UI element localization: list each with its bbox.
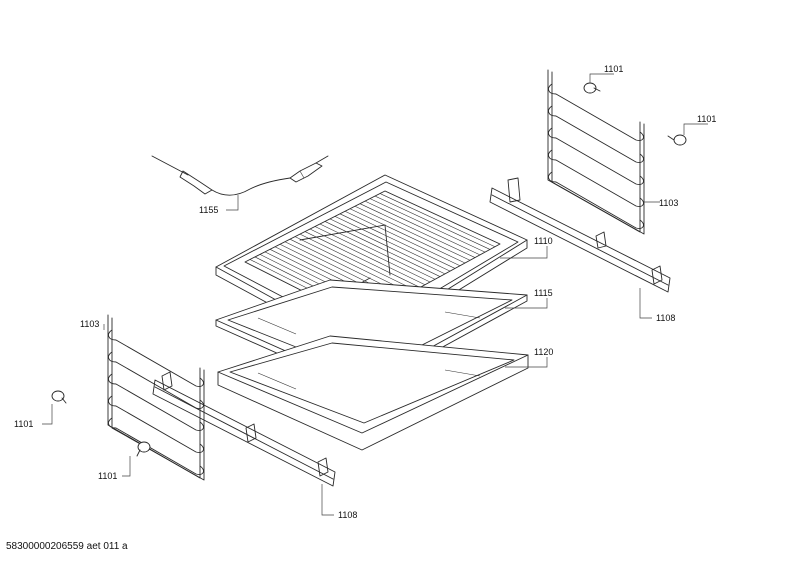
document-code: 58300000206559 aet 011 a [6, 541, 128, 552]
label-1120: 1120 [534, 347, 553, 357]
label-1101-left-1: 1101 [14, 419, 33, 429]
label-1108-left: 1108 [338, 510, 357, 520]
telescopic-rail-right [489, 177, 671, 293]
label-1101-top-right-1: 1101 [604, 64, 623, 74]
meat-probe [151, 155, 329, 196]
label-1115: 1115 [534, 288, 553, 298]
screw-top-right-1 [583, 82, 601, 94]
label-1103-right: 1103 [659, 198, 678, 208]
shelf-support-right [547, 69, 645, 235]
label-1101-top-right-2: 1101 [697, 114, 716, 124]
telescopic-rail-left [152, 371, 336, 487]
universal-pan [217, 335, 529, 451]
screw-top-right-2 [667, 134, 687, 146]
shelf-support-left [107, 314, 205, 481]
label-1110: 1110 [534, 236, 553, 246]
label-1155: 1155 [199, 205, 218, 215]
label-1108-right: 1108 [656, 313, 675, 323]
leader-lines [42, 73, 708, 516]
label-1101-left-2: 1101 [98, 471, 117, 481]
label-1103-left: 1103 [80, 319, 99, 329]
screw-left-1 [51, 390, 67, 404]
screw-left-2 [136, 441, 151, 457]
